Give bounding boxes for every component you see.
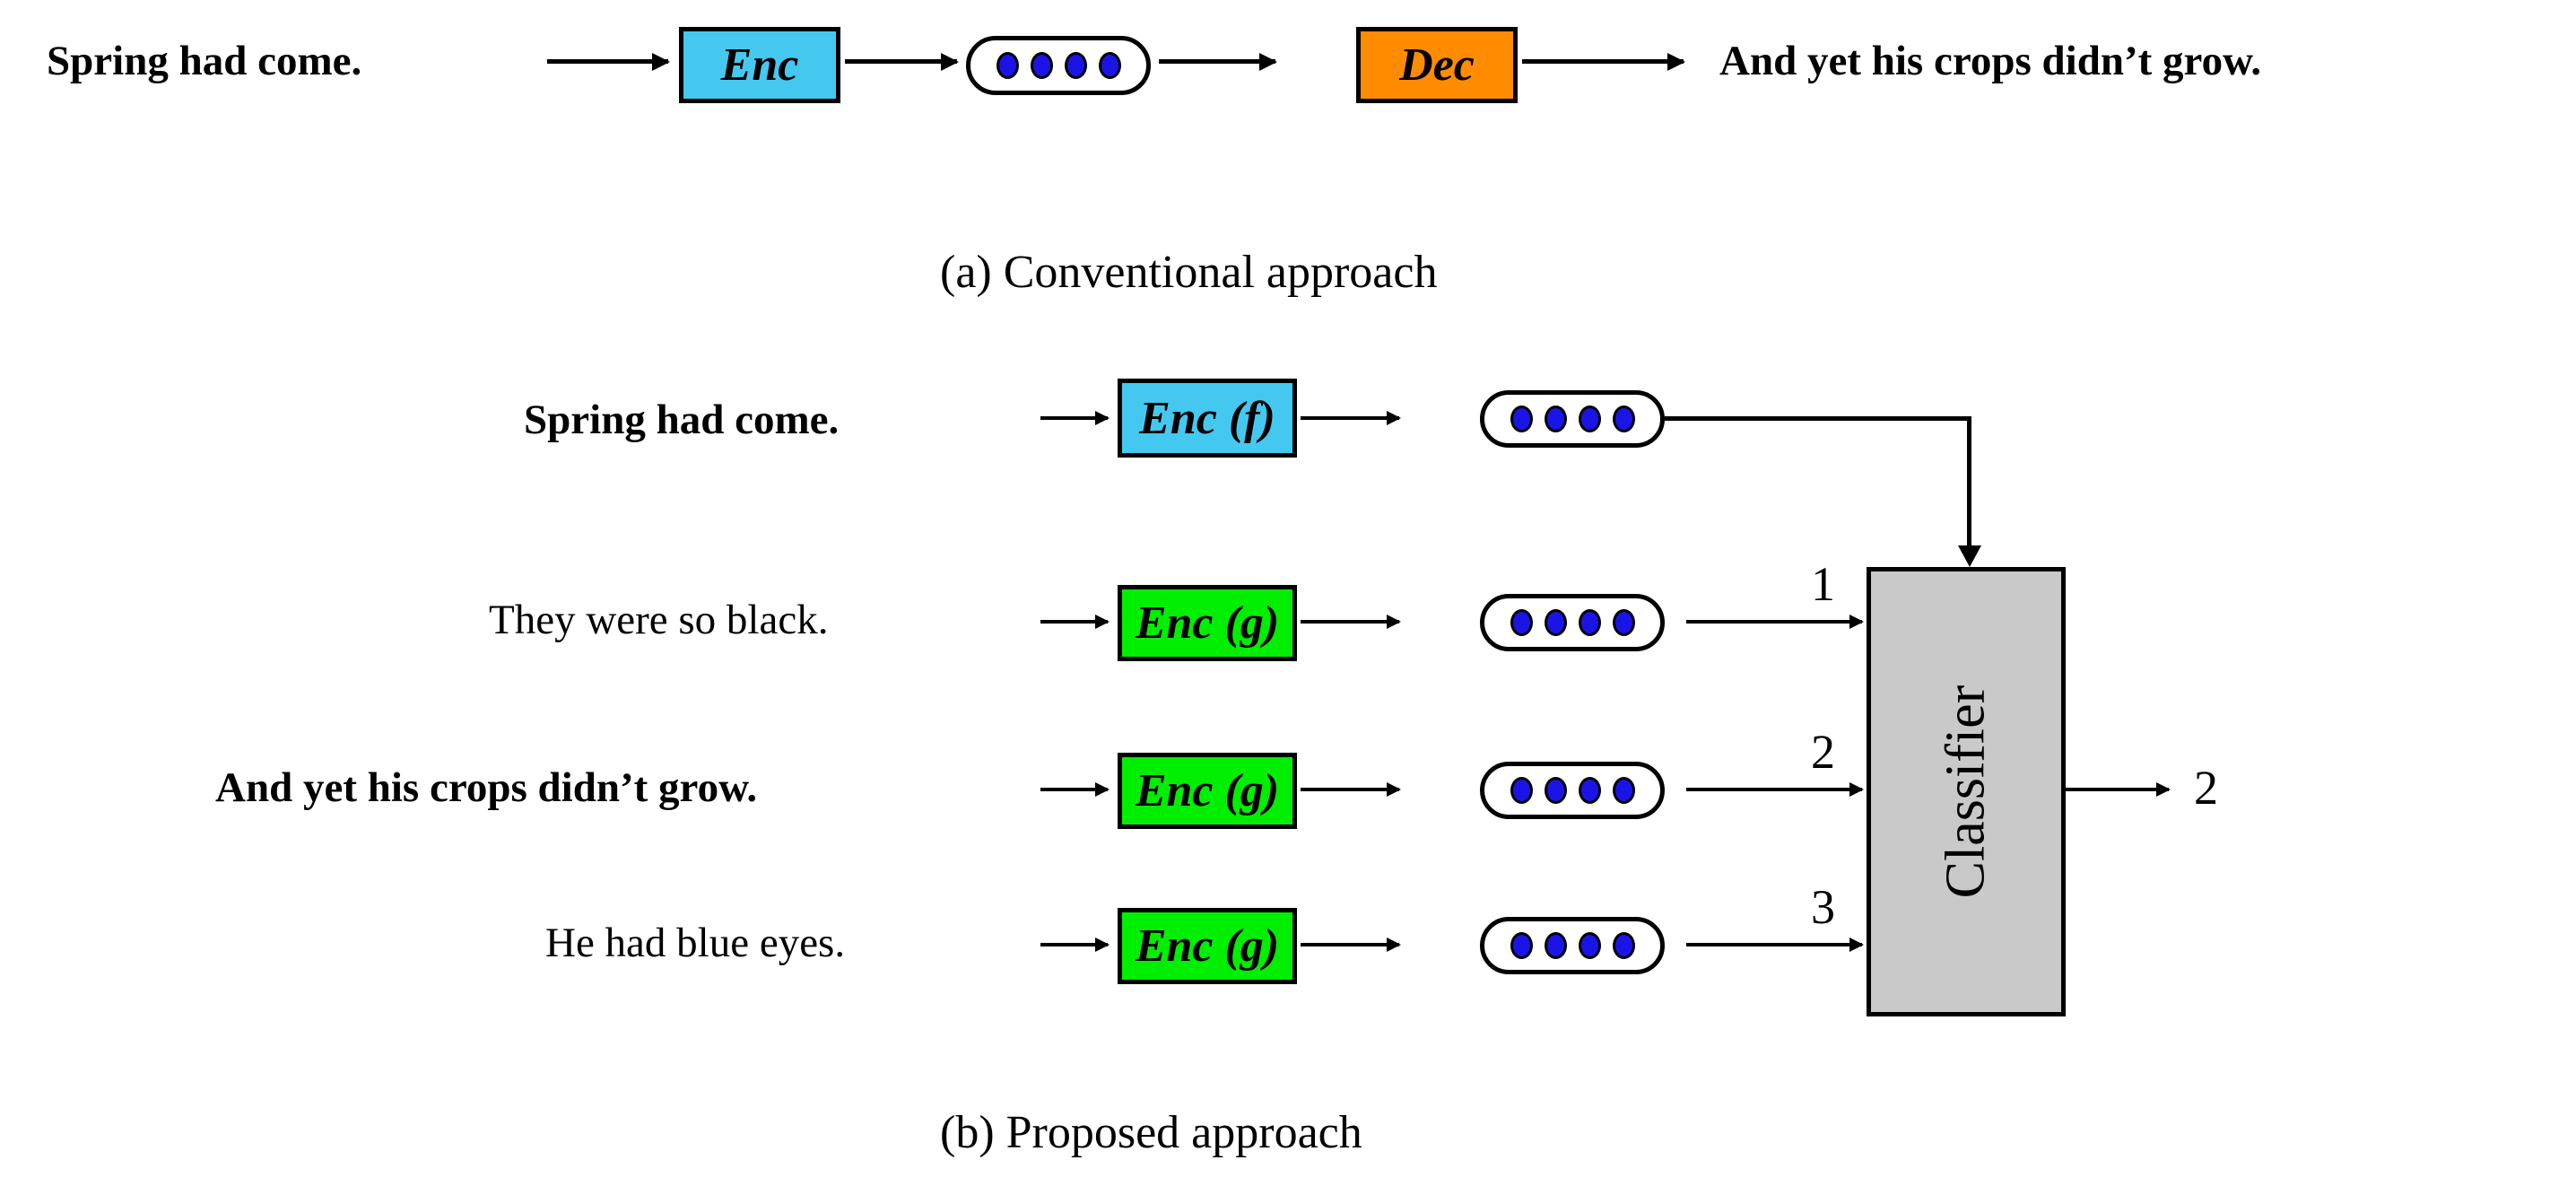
panel-b-row-0-text: Spring had come. xyxy=(524,397,840,443)
embedding-dot xyxy=(1612,406,1635,432)
decoder-box-a: Dec xyxy=(1356,27,1518,103)
embedding-dot xyxy=(1578,932,1601,959)
arrow-embedding-to-decoder xyxy=(1159,59,1275,64)
arrow-row-1-encoder-to-embedding xyxy=(1301,620,1399,624)
encoder-box-a: Enc xyxy=(679,27,840,103)
embedding-dot xyxy=(1578,777,1601,804)
embedding-dot xyxy=(1544,406,1567,432)
panel-b-row-1-text: They were so black. xyxy=(489,597,829,643)
encoder-box-row-1: Enc (g) xyxy=(1118,585,1297,661)
panel-b-row-3-text: He had blue eyes. xyxy=(545,920,846,966)
embedding-capsule-row-0 xyxy=(1480,390,1665,448)
arrow-row-3-encoder-to-embedding xyxy=(1301,943,1399,946)
embedding-dot xyxy=(1578,406,1601,432)
wire-number-row-1: 1 xyxy=(1811,557,1835,611)
embedding-dot xyxy=(1544,932,1567,959)
classifier-output-value: 2 xyxy=(2194,761,2218,815)
arrow-row-2-encoder-to-embedding xyxy=(1301,788,1399,791)
embedding-dot xyxy=(1612,777,1635,804)
embedding-dot xyxy=(1612,932,1635,959)
wire-number-row-3: 3 xyxy=(1811,880,1835,934)
wire-number-row-2: 2 xyxy=(1811,725,1835,779)
embedding-dot xyxy=(1544,609,1567,636)
arrow-row-2-text-to-encoder xyxy=(1040,788,1108,791)
arrow-row-0-text-to-encoder xyxy=(1040,416,1108,420)
arrow-row-0-into-classifier xyxy=(1958,545,1981,567)
embedding-capsule-a xyxy=(966,36,1151,95)
panel-b-caption: (b) Proposed approach xyxy=(940,1107,1362,1158)
panel-b-row-2-text: And yet his crops didn’t grow. xyxy=(215,764,758,811)
arrow-row-0-encoder-to-embedding xyxy=(1301,416,1399,420)
embedding-dot xyxy=(1510,777,1533,804)
arrow-row-3-to-classifier xyxy=(1686,943,1862,946)
embedding-dot xyxy=(1578,609,1601,636)
elbow-row-0-vertical xyxy=(1967,416,1971,547)
embedding-dot xyxy=(1510,932,1533,959)
arrow-input-to-encoder xyxy=(547,59,668,64)
embedding-capsule-row-1 xyxy=(1480,594,1665,651)
embedding-dot xyxy=(1612,609,1635,636)
classifier-box: Classifier xyxy=(1867,567,2066,1016)
embedding-dot xyxy=(1544,777,1567,804)
panel-a-input-text: Spring had come. xyxy=(47,38,362,84)
arrow-row-3-text-to-encoder xyxy=(1040,943,1108,946)
arrow-row-1-text-to-encoder xyxy=(1040,620,1108,624)
arrow-row-2-to-classifier xyxy=(1686,788,1862,791)
embedding-dot xyxy=(1030,52,1053,79)
encoder-box-row-0: Enc (f) xyxy=(1118,379,1297,458)
embedding-capsule-row-3 xyxy=(1480,917,1665,974)
encoder-box-row-3: Enc (g) xyxy=(1118,908,1297,984)
panel-a-output-text: And yet his crops didn’t grow. xyxy=(1719,38,2262,84)
embedding-capsule-row-2 xyxy=(1480,762,1665,819)
arrow-classifier-output xyxy=(2066,788,2169,791)
arrow-row-1-to-classifier xyxy=(1686,620,1862,624)
arrow-decoder-to-output xyxy=(1522,59,1684,64)
arrow-encoder-to-embedding xyxy=(845,59,957,64)
encoder-box-row-2: Enc (g) xyxy=(1118,753,1297,829)
panel-a-caption: (a) Conventional approach xyxy=(940,247,1438,298)
embedding-dot xyxy=(996,52,1019,79)
embedding-dot xyxy=(1510,406,1533,432)
classifier-label: Classifier xyxy=(1935,685,1997,899)
embedding-dot xyxy=(1064,52,1087,79)
elbow-row-0-horizontal xyxy=(1665,416,1971,421)
embedding-dot xyxy=(1098,52,1121,79)
embedding-dot xyxy=(1510,609,1533,636)
